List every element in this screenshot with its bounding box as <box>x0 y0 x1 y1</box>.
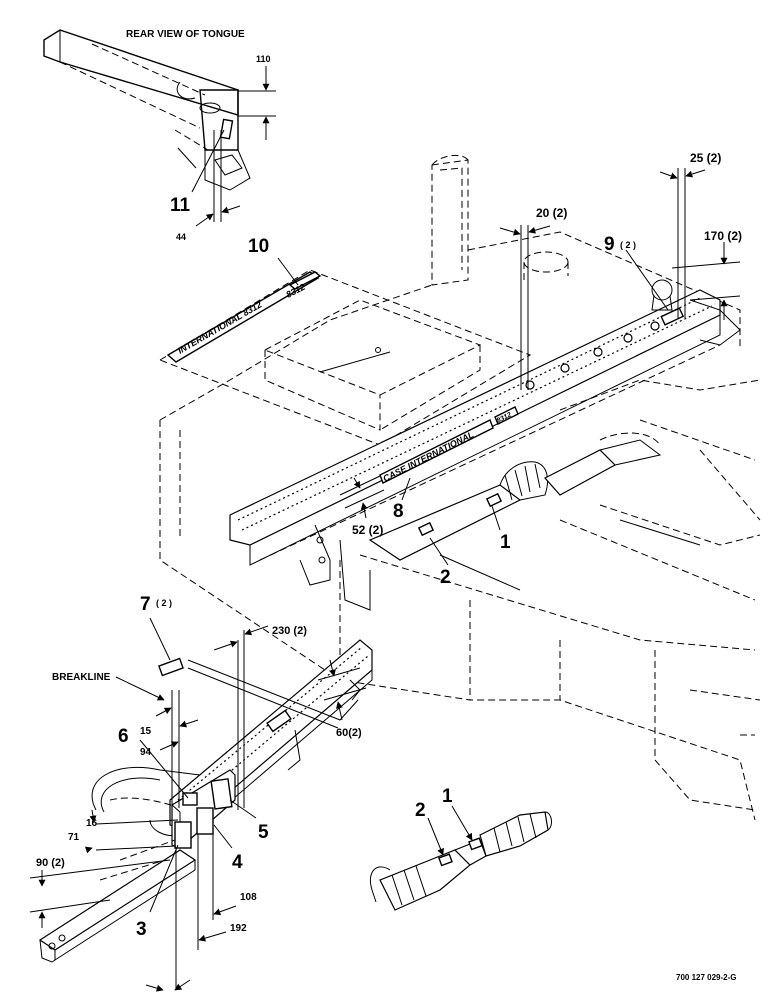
callout-8: 8 <box>393 501 404 522</box>
callout-7-qty: ( 2 ) <box>156 598 172 608</box>
figure-id: 700 127 029-2-G <box>676 973 737 982</box>
dim-15: 15 <box>140 726 152 737</box>
decal-1-main-shape <box>485 492 503 508</box>
hitch-detail-view: BREAKLINE 7 ( 2 ) 230 (2) 60(2) 15 94 6 <box>29 594 373 992</box>
decal-3-shape <box>174 821 192 849</box>
dim-20: 20 (2) <box>536 206 567 220</box>
dim-192: 192 <box>230 923 247 934</box>
callout-6: 6 <box>118 726 129 747</box>
callout-4: 4 <box>232 852 243 873</box>
dim-110: 110 <box>256 54 271 64</box>
callout-1-main: 1 <box>500 532 511 553</box>
mower-main-view: INTERNATIONAL 8312 8312 CASE INTERNATION… <box>158 151 761 821</box>
dim-71: 71 <box>68 832 80 843</box>
callout-3: 3 <box>136 919 147 940</box>
breakline-label: BREAKLINE <box>52 672 111 683</box>
driveline-detail: 2 1 <box>370 786 553 911</box>
callout-5: 5 <box>258 822 269 843</box>
callout-2-driveline: 2 <box>415 800 426 821</box>
decal-7a-shape <box>158 657 184 677</box>
callout-10: 10 <box>248 236 269 257</box>
decal-5-shape <box>210 778 233 810</box>
decal-8-shape <box>379 419 494 484</box>
dim-230: 230 (2) <box>272 625 307 637</box>
dim-16: 16 <box>86 818 98 829</box>
decal-11-shape <box>219 118 234 140</box>
decal-10-left-strip <box>166 271 320 363</box>
dim-90: 90 (2) <box>36 857 65 869</box>
rear-view-title: REAR VIEW OF TONGUE <box>126 29 245 40</box>
decal-4-shape <box>196 807 214 835</box>
callout-2-main: 2 <box>440 567 451 588</box>
rear-view-of-tongue-inset: REAR VIEW OF TONGUE 110 44 11 <box>43 29 276 242</box>
dim-44: 44 <box>176 232 186 242</box>
decal-1-driveline-shape <box>468 837 483 851</box>
dim-25: 25 (2) <box>690 151 721 165</box>
decal-10-text: INTERNATIONAL 8312 <box>176 299 263 355</box>
callout-11: 11 <box>170 195 191 216</box>
decal-7b-shape <box>266 709 292 733</box>
callout-9-qty: ( 2 ) <box>620 240 636 250</box>
dim-108: 108 <box>240 892 257 903</box>
callout-1-driveline: 1 <box>442 786 453 807</box>
decal-2-main-shape <box>417 521 435 537</box>
dim-94: 94 <box>140 747 152 758</box>
dim-60: 60(2) <box>336 727 362 739</box>
decal-2-driveline-shape <box>438 853 453 867</box>
callout-9: 9 <box>604 234 615 255</box>
callout-7: 7 <box>140 594 151 615</box>
dim-52: 52 (2) <box>352 523 383 537</box>
dim-170: 170 (2) <box>704 229 742 243</box>
